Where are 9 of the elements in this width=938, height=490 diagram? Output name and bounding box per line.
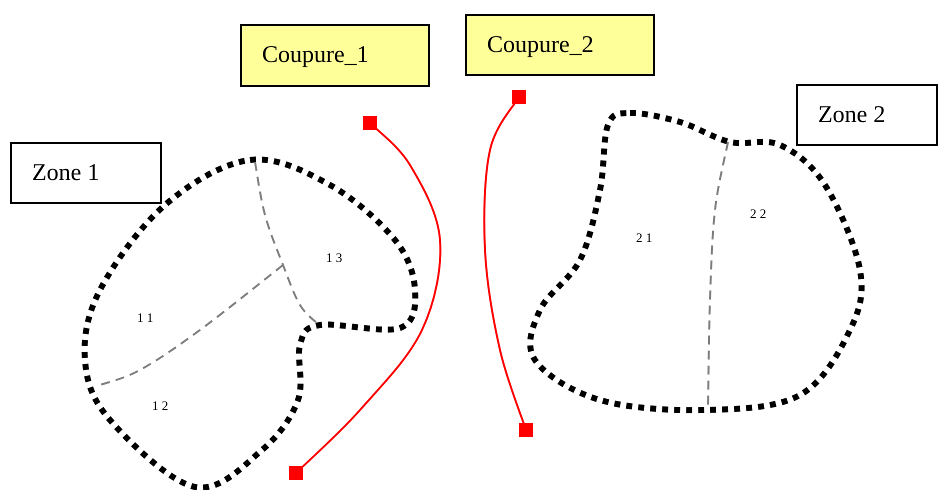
region-number: 1 3 — [326, 250, 342, 266]
zone-label-box: Zone 1 — [10, 142, 162, 204]
region-number: 2 2 — [750, 206, 766, 222]
region-number: 2 1 — [636, 230, 652, 246]
cut-label-box: Coupure_2 — [465, 14, 655, 76]
region-number: 1 2 — [152, 398, 168, 414]
cut-label-box: Coupure_1 — [240, 24, 430, 87]
zone-label-box: Zone 2 — [796, 84, 938, 146]
region-number: 1 1 — [137, 310, 154, 326]
